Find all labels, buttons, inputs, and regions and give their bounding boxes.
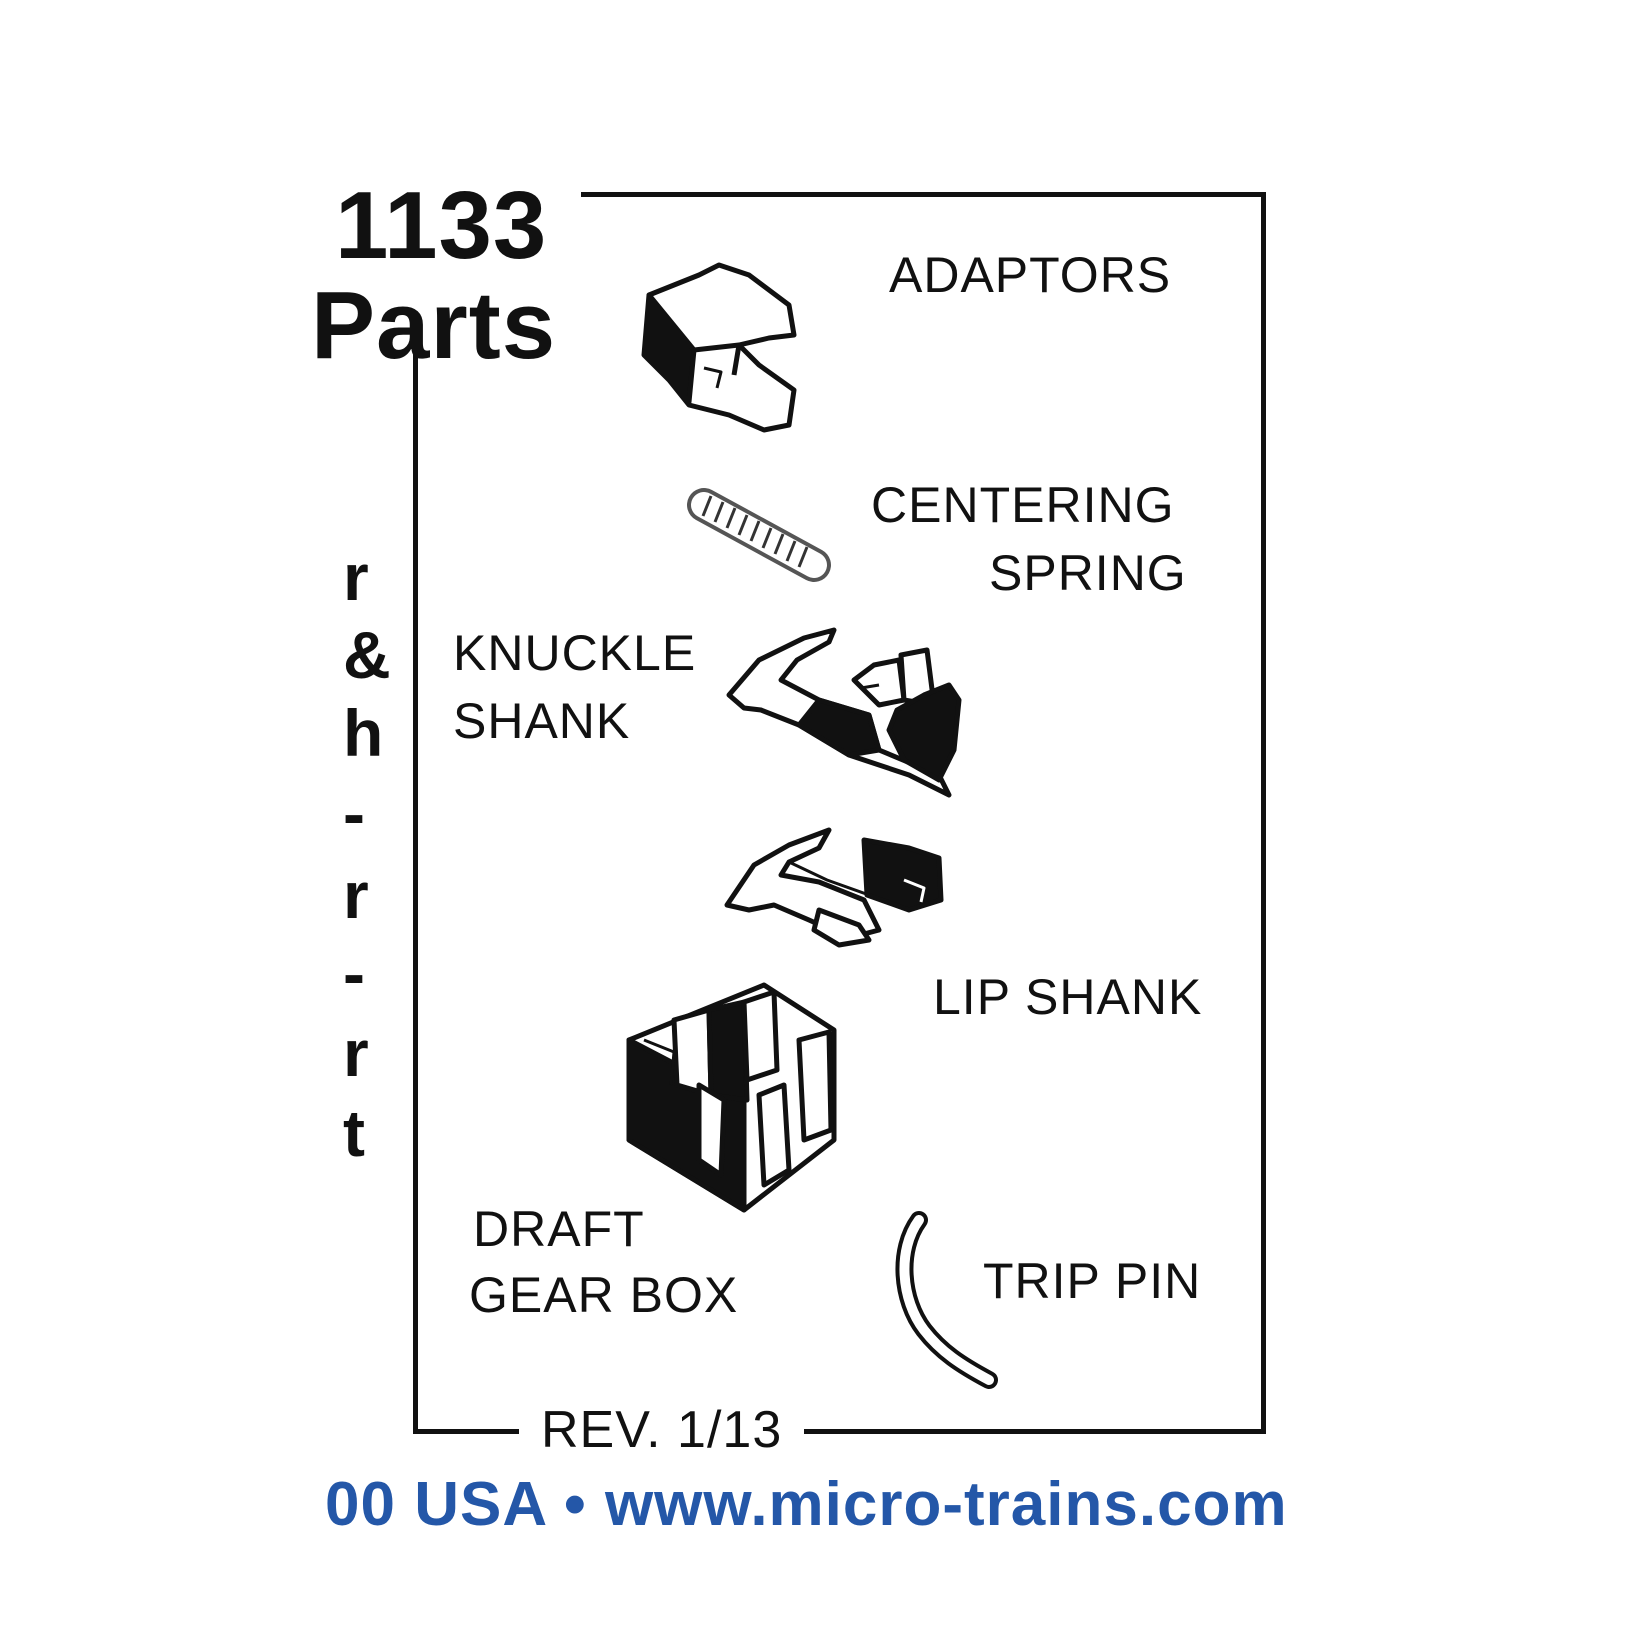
adaptors-drawing bbox=[641, 262, 797, 433]
footer-url: 00 USA • www.micro-trains.com bbox=[325, 1470, 1288, 1539]
lip-shank-label: LIP SHANK bbox=[933, 969, 1203, 1025]
draft-gear-box-drawing bbox=[626, 982, 837, 1213]
draft-gear-box-label-line2: GEAR BOX bbox=[469, 1267, 739, 1323]
lip-shank-drawing bbox=[724, 827, 944, 948]
trip-pin-drawing bbox=[895, 1211, 998, 1389]
side-fragment: r bbox=[343, 1016, 369, 1090]
frame-top-rule bbox=[581, 192, 1265, 197]
side-fragment: t bbox=[343, 1096, 365, 1170]
part-number: 1133 bbox=[335, 172, 548, 279]
centering-spring-label-line1: CENTERING bbox=[871, 477, 1175, 533]
centering-spring-label-line2: SPRING bbox=[989, 545, 1187, 601]
revision-label: REV. 1/13 bbox=[519, 1404, 805, 1456]
adaptors-label: ADAPTORS bbox=[889, 247, 1172, 303]
knuckle-shank-drawing bbox=[726, 627, 962, 798]
side-fragment: r bbox=[343, 540, 369, 614]
centering-spring-drawing bbox=[687, 488, 831, 582]
frame-bottom-rule bbox=[413, 1429, 1265, 1434]
knuckle-shank-label-line1: KNUCKLE bbox=[453, 625, 697, 681]
frame-right-rule bbox=[1261, 192, 1266, 1434]
draft-gear-box-label-line1: DRAFT bbox=[473, 1201, 645, 1257]
side-fragment: - bbox=[343, 936, 365, 1010]
side-fragment: r bbox=[343, 858, 369, 932]
side-fragment: & bbox=[343, 618, 391, 692]
frame-left-rule bbox=[413, 350, 418, 1434]
trip-pin-label: TRIP PIN bbox=[983, 1253, 1202, 1309]
parts-heading: Parts bbox=[311, 272, 557, 379]
parts-sheet: 1133 Parts r & h - r - r t ADAPTORS CENT… bbox=[311, 140, 1289, 1560]
side-fragment: - bbox=[343, 776, 365, 850]
parts-illustration bbox=[626, 262, 998, 1389]
knuckle-shank-label-line2: SHANK bbox=[453, 693, 631, 749]
side-fragment: h bbox=[343, 696, 384, 770]
